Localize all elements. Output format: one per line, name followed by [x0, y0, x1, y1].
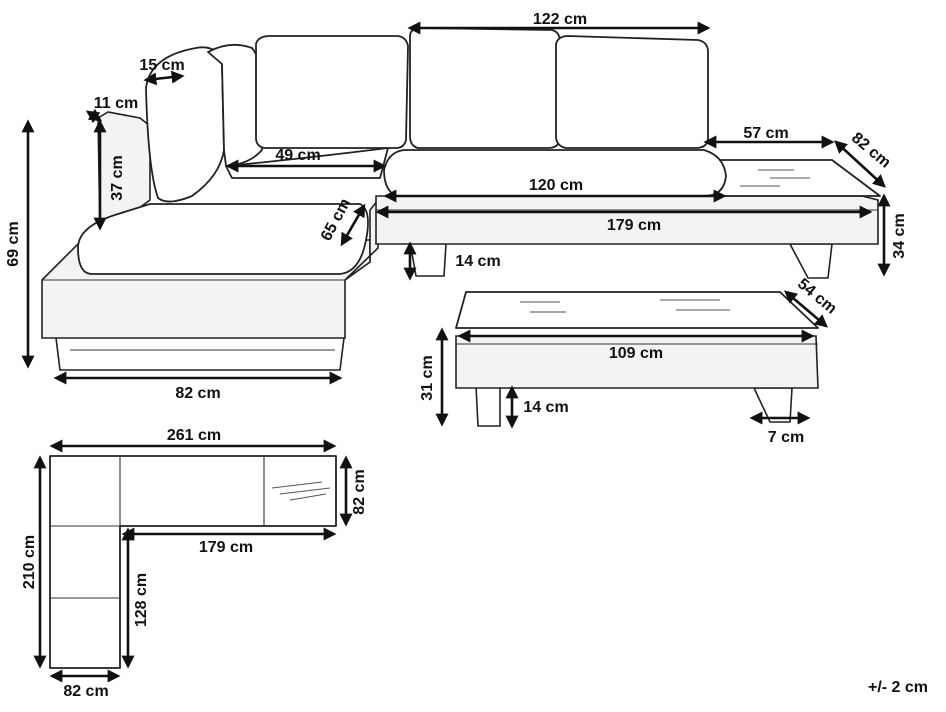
label-69: 69 cm [5, 221, 22, 266]
coffee-table-front-leg [475, 385, 501, 427]
label-261: 261 cm [167, 427, 221, 444]
label-37: 37 cm [109, 155, 126, 200]
label-82-table: 82 cm [848, 129, 894, 171]
left-sofa-section [41, 43, 389, 371]
label-7: 7 cm [768, 429, 804, 446]
label-49: 49 cm [275, 147, 320, 164]
dimension-lines [21, 21, 891, 683]
label-109: 109 cm [609, 345, 663, 362]
label-179-sofa: 179 cm [607, 217, 661, 234]
label-120: 120 cm [529, 177, 583, 194]
plan-outline [49, 455, 337, 669]
right-front-leg [409, 241, 447, 277]
left-section-frame [55, 337, 345, 371]
label-31: 31 cm [419, 355, 436, 400]
back-cushion-3 [555, 35, 709, 149]
label-82-plan-right: 82 cm [351, 469, 368, 514]
label-15: 15 cm [139, 57, 184, 74]
right-rear-leg [788, 243, 833, 279]
coffee-table-glass-top [455, 291, 819, 329]
back-cushion-1 [255, 35, 409, 149]
label-82-side: 82 cm [175, 385, 220, 402]
label-210: 210 cm [21, 535, 38, 589]
label-82-plan-bottom: 82 cm [63, 683, 108, 700]
plan-view [49, 455, 337, 669]
label-179-plan: 179 cm [199, 539, 253, 556]
tolerance-note: +/- 2 cm [868, 679, 928, 696]
label-14-coffee: 14 cm [523, 399, 568, 416]
label-57: 57 cm [743, 125, 788, 142]
label-14-leg: 14 cm [455, 253, 500, 270]
label-11: 11 cm [94, 95, 138, 112]
dimension-labels: 122 cm 15 cm 11 cm 37 cm 69 cm 49 cm 65 … [5, 11, 928, 700]
left-back-cushion [145, 46, 225, 203]
label-128: 128 cm [133, 573, 150, 627]
label-122: 122 cm [533, 11, 587, 28]
coffee-table [455, 291, 819, 427]
back-cushion-2 [409, 27, 561, 149]
label-34: 34 cm [891, 213, 908, 258]
